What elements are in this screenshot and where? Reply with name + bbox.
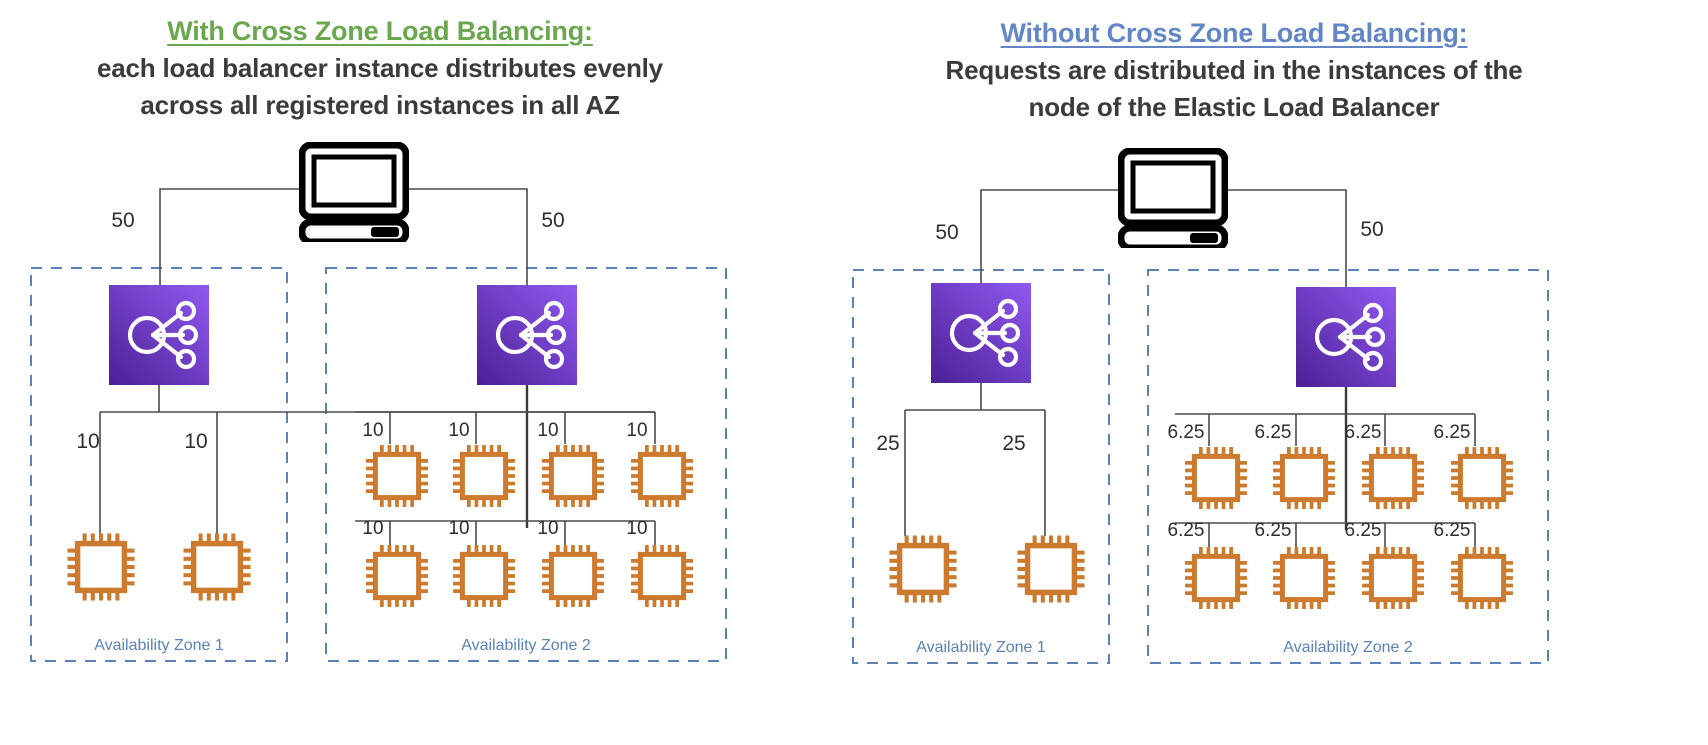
right-az1-weight-1: 25 (876, 432, 899, 455)
left-az2-row1-weight-3: 10 (537, 420, 558, 441)
right-panel-title: Without Cross Zone Load Balancing: (1000, 18, 1468, 48)
right-panel-header: Without Cross Zone Load Balancing: Reque… (760, 16, 1708, 125)
left-az2-instance-8 (631, 545, 693, 607)
right-az2-row1-weight-2: 6.25 (1255, 422, 1292, 443)
left-az1-label: Availability Zone 1 (94, 637, 224, 654)
right-az2-instance-7 (1362, 547, 1424, 609)
left-az2-label: Availability Zone 2 (461, 637, 591, 654)
right-az2-instance-4 (1451, 447, 1513, 509)
right-az2-elb-icon (1296, 287, 1396, 387)
left-az2-instance-4 (631, 445, 693, 507)
right-client-to-az2-edge (1228, 189, 1347, 287)
right-az2-label: Availability Zone 2 (1283, 639, 1413, 656)
left-az2-instance-5 (366, 545, 428, 607)
left-az1-instance-1 (67, 533, 134, 600)
right-az2-row2-weight-4: 6.25 (1434, 520, 1471, 541)
left-az2-row2-weight-1: 10 (362, 518, 383, 539)
left-availability-zone-1-box (30, 267, 288, 662)
right-az2-instance-3 (1362, 447, 1424, 509)
right-az1-weight-2: 25 (1002, 432, 1025, 455)
right-az2-row2-weight-3: 6.25 (1345, 520, 1382, 541)
right-az2-row2-weight-2: 6.25 (1255, 520, 1292, 541)
right-az2-row2-weight-1: 6.25 (1168, 520, 1205, 541)
left-az2-instance-6 (453, 545, 515, 607)
left-client-to-az1-edge (159, 188, 299, 312)
right-client-computer-icon (1121, 151, 1225, 248)
left-panel-title: With Cross Zone Load Balancing: (167, 16, 593, 46)
left-az2-row1-weight-2: 10 (448, 420, 469, 441)
left-panel-subtitle-line2: across all registered instances in all A… (140, 89, 620, 120)
left-az2-row2-weight-2: 10 (448, 518, 469, 539)
right-edge-weight-az2: 50 (1360, 218, 1383, 241)
left-az2-row1-weight-1: 10 (362, 420, 383, 441)
left-availability-zone-2-box (325, 267, 727, 662)
right-az2-instance-2 (1273, 447, 1335, 509)
left-panel-diagram: 50 50 10 10 10 10 10 (30, 145, 727, 662)
left-az2-row1-weight-4: 10 (626, 420, 647, 441)
right-az1-elb-icon (931, 283, 1031, 383)
right-az2-instance-6 (1273, 547, 1335, 609)
left-az2-row2-weight-4: 10 (626, 518, 647, 539)
left-az1-instance-2 (183, 533, 250, 600)
left-az1-elb-icon (109, 285, 209, 385)
right-az2-row1-weight-1: 6.25 (1168, 422, 1205, 443)
right-az1-instance-2 (1017, 535, 1084, 602)
left-edge-weight-az1: 50 (111, 209, 134, 232)
right-az2-instance-8 (1451, 547, 1513, 609)
right-az2-instance-5 (1185, 547, 1247, 609)
right-client-to-az1-edge (980, 189, 1118, 283)
left-edge-weight-az2: 50 (541, 209, 564, 232)
left-az2-instance-7 (542, 545, 604, 607)
right-edge-weight-az1: 50 (935, 221, 958, 244)
right-panel-subtitle-line2: node of the Elastic Load Balancer (1028, 91, 1440, 122)
left-az2-instance-3 (542, 445, 604, 507)
left-panel-subtitle-line1: each load balancer instance distributes … (97, 52, 663, 83)
right-panel-subtitle-line1: Requests are distributed in the instance… (945, 54, 1523, 85)
right-az1-label: Availability Zone 1 (916, 639, 1046, 656)
left-panel-header: With Cross Zone Load Balancing: each loa… (0, 14, 760, 123)
right-az1-instance-1 (889, 535, 956, 602)
left-az2-row2-weight-3: 10 (537, 518, 558, 539)
right-az2-instance-1 (1185, 447, 1247, 509)
left-client-to-az2-edge (409, 188, 528, 285)
left-az2-instance-2 (453, 445, 515, 507)
left-az2-elb-icon (477, 285, 577, 385)
left-client-computer-icon (302, 145, 406, 242)
right-az2-row1-weight-4: 6.25 (1434, 422, 1471, 443)
left-az1-weight-2: 10 (184, 430, 207, 453)
right-az2-row1-weight-3: 6.25 (1345, 422, 1382, 443)
left-az1-weight-1: 10 (76, 430, 99, 453)
right-availability-zone-2-box (1147, 269, 1549, 664)
right-panel-diagram: 50 50 25 25 6.25 6.25 6.25 6.25 (852, 151, 1549, 664)
left-az2-instance-1 (366, 445, 428, 507)
